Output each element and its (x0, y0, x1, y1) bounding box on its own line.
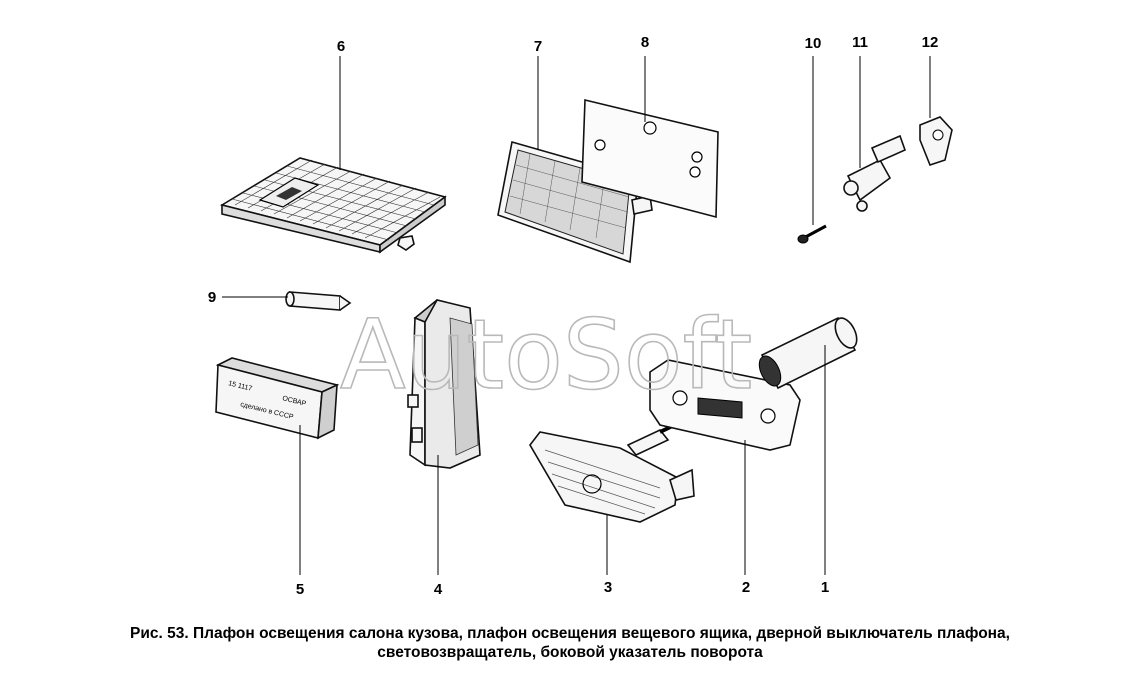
part-6-ceiling-lamp (219, 157, 447, 254)
part-number-labels: 6 7 8 10 11 12 9 5 4 3 2 1 (208, 34, 939, 598)
label-10: 10 (805, 35, 822, 52)
part-10-screw (797, 224, 827, 244)
exploded-parts-diagram: 15 1117 ОСВАР сделано в СССР (208, 34, 953, 598)
leader-lines (222, 56, 931, 575)
part-2-indicator-gasket (649, 359, 801, 451)
part-9-bulb (285, 291, 352, 311)
label-8: 8 (641, 34, 649, 51)
label-3: 3 (604, 579, 612, 596)
part-3-side-indicator (529, 418, 695, 523)
label-6: 6 (337, 38, 345, 55)
part-4-lamp-housing (407, 299, 481, 469)
label-9: 9 (208, 289, 216, 306)
caption-line-2: световозвращатель, боковой указатель пов… (377, 644, 763, 661)
figure-caption: Рис. 53. Плафон освещения салона кузова,… (0, 624, 1140, 662)
label-2: 2 (742, 579, 750, 596)
part-12-switch-gasket (919, 116, 953, 166)
label-5: 5 (296, 581, 304, 598)
caption-line-1: Рис. 53. Плафон освещения салона кузова,… (130, 625, 1010, 642)
part-1-sleeve (758, 316, 858, 390)
label-11: 11 (852, 34, 868, 51)
part-5-glove-box-lamp: 15 1117 ОСВАР сделано в СССР (215, 357, 340, 440)
part-11-door-switch (843, 134, 907, 212)
label-4: 4 (434, 581, 443, 598)
label-7: 7 (534, 38, 542, 55)
part-8-gasket (581, 98, 719, 219)
watermark-text: AutoSoft (340, 299, 752, 411)
label-12: 12 (922, 34, 939, 51)
label-1: 1 (821, 579, 829, 596)
